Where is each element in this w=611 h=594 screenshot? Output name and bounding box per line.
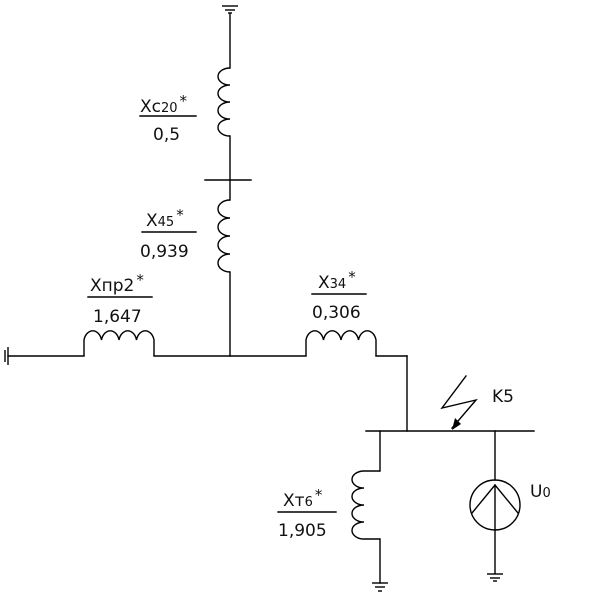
inductor-x45 [217,199,231,273]
label-xt6-value: 1,905 [278,521,327,541]
label-xt6-name: Xт6* [283,486,323,511]
voltage-source-icon [469,479,521,531]
inductor-xc20 [217,67,231,137]
label-xc20-value: 0,5 [153,125,180,145]
label-x45-value: 0,939 [140,242,189,262]
label-x34-name: X34* [318,268,356,293]
label-xc20-name: Xc20* [140,92,188,117]
inductor-x34 [305,330,377,356]
label-x45-name: X45* [146,206,184,231]
inductor-xpr2 [83,330,155,356]
ground-symbol-xt6 [372,582,388,592]
ground-symbol-source [487,573,503,582]
fault-lightning-icon [440,375,478,430]
label-xpr2-value: 1,647 [93,307,142,327]
label-source-u0: U0 [530,482,551,502]
ground-symbol-top [222,5,238,14]
label-x34-value: 0,306 [312,303,361,323]
inductor-xt6 [351,470,380,540]
label-xpr2-name: Xпр2* [90,271,144,296]
label-fault-k5: K5 [492,387,514,407]
